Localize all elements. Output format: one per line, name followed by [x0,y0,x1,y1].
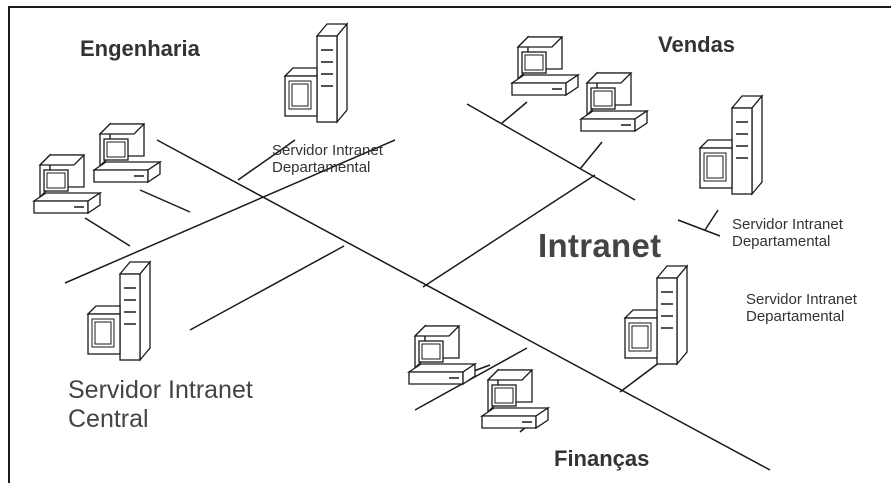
financas-pc-2-icon [481,369,549,429]
label-srv-financas-line2: Departamental [746,307,845,325]
main-backbone-line [156,139,771,471]
vendas-segment-line [466,103,636,201]
diagram-frame [8,6,891,483]
label-srv-financas: Servidor Intranet Departamental [746,291,857,326]
drop-line-vendas-pc2 [579,141,603,170]
drop-line-eng-pc2 [139,189,191,213]
financas-server-icon [624,265,688,365]
central-server-icon [87,261,151,361]
drop-line-vendas-pc1 [501,101,528,124]
vendas-server-segment-line [677,219,721,237]
label-srv-engenharia-line1: Servidor Intranet [272,142,383,159]
drop-line-central-server [189,245,345,331]
drop-line-eng-pc1 [84,217,131,247]
vendas-pc-1-icon [511,36,579,96]
label-srv-engenharia-line2: Departamental [272,158,371,176]
label-engenharia: Engenharia [80,36,200,61]
label-srv-financas-line1: Servidor Intranet [746,291,857,308]
vendas-server-icon [699,95,763,195]
engenharia-server-icon [284,23,348,123]
intranet-link-line [422,174,596,288]
financas-pc-1-icon [408,325,476,385]
label-srv-vendas-line1: Servidor Intranet [732,216,843,233]
vendas-pc-2-icon [580,72,648,132]
label-srv-vendas: Servidor Intranet Departamental [732,216,843,251]
drop-line-vendas-server [704,209,719,231]
label-vendas: Vendas [658,32,736,57]
label-intranet: Intranet [538,227,662,264]
engenharia-segment-line [64,139,396,284]
drop-line-eng-server [237,139,296,181]
label-srv-vendas-line2: Departamental [732,232,831,250]
engenharia-pc-1-icon [33,154,101,214]
engenharia-pc-2-icon [93,123,161,183]
drop-line-fin-server [619,361,661,393]
label-srv-central-line2: Central [68,404,149,433]
label-srv-central-line1: Servidor Intranet [68,376,253,404]
label-srv-central: Servidor Intranet Central [68,376,253,434]
label-srv-engenharia: Servidor Intranet Departamental [272,142,383,177]
label-financas: Finanças [554,446,650,471]
